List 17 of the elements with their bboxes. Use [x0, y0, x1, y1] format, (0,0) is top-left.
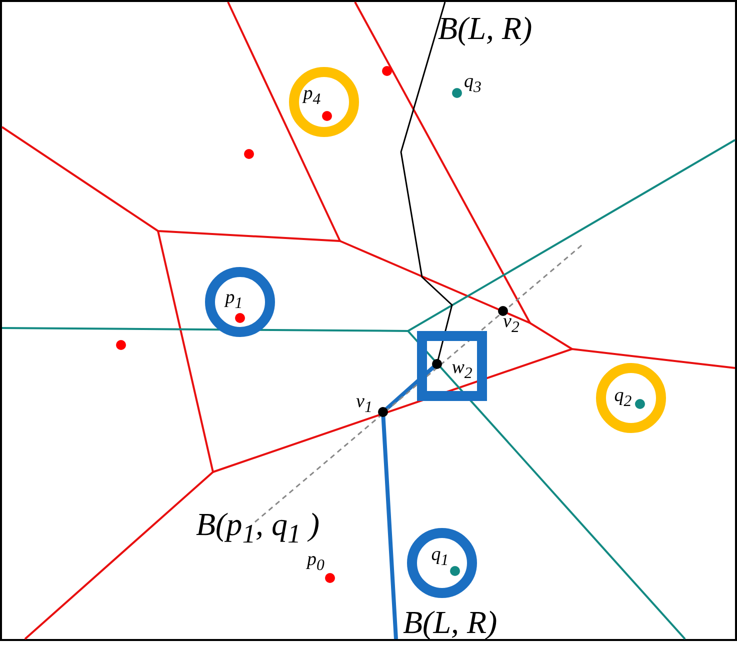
- point-label: p$_{0}$: [307, 550, 324, 574]
- bisector-label: B(L, R): [438, 12, 532, 44]
- point-label: q$_{2}$: [614, 386, 632, 410]
- point-label: p$_{4}$: [303, 84, 321, 108]
- highlight-ring: [596, 363, 666, 433]
- point-label: w$_{2}$: [452, 358, 472, 382]
- highlight-ring: [205, 267, 275, 337]
- point-label: q$_{1}$: [431, 545, 449, 569]
- point-label: p$_{1}$: [225, 288, 243, 312]
- point-label: q$_{3}$: [464, 72, 482, 96]
- vertex-label: v$_{2}$: [503, 312, 520, 336]
- vertex-label: v$_{1}$: [356, 392, 372, 416]
- highlight-ring: [407, 528, 477, 598]
- highlight-ring: [289, 67, 359, 137]
- bisector-label: B(p$_{1}$, q$_{1}$ ): [196, 508, 320, 548]
- highlight-square: [417, 331, 487, 401]
- bisector-label: B(L, R): [403, 606, 498, 638]
